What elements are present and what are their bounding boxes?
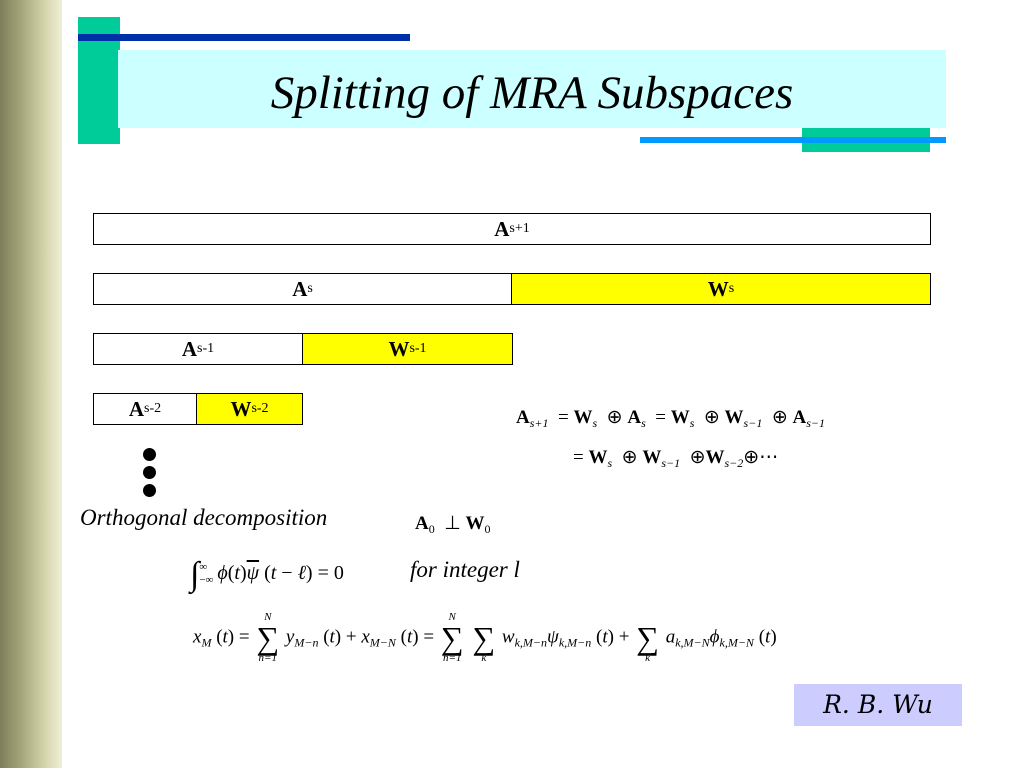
orthogonality-integral: ∫∞−∞ϕ(t)ψ (t − ℓ) = 0 [190,556,344,593]
title-accent-blue-line [640,137,946,143]
subspace-symbol: A [292,276,308,301]
signal-expansion-formula: xM (t) = N∑n=1 yM−n (t) + xM−N (t) = N∑n… [193,611,777,664]
decomposition-equation-line2: = Ws ⊕ Ws−1 ⊕Ws−2⊕⋯ [573,447,779,470]
subspace-subscript: s [307,281,313,296]
author-label: R. B. Wu [794,684,962,726]
subspace-subscript: s-1 [409,341,427,356]
decomposition-equation-line1: As+1 = Ws ⊕ As = Ws ⊕ Ws−1 ⊕ As−1 [516,407,826,430]
orthogonal-decomposition-label: Orthogonal decomposition [80,505,328,530]
subspace-symbol: A [494,216,510,241]
ellipsis-dot [143,466,156,479]
slide-title: Splitting of MRA Subspaces [270,67,794,119]
orthogonality-relation: A0 ⊥ W0 [415,513,491,536]
subspace-symbol: A [128,396,145,421]
ellipsis-dot [143,448,156,461]
subspace-symbol: W [388,336,410,361]
subspace-symbol: A [181,336,198,361]
subspace-symbol: W [707,276,729,301]
subspace-subscript: s-1 [197,341,215,356]
ellipsis-dot [143,484,156,497]
title-box: Splitting of MRA Subspaces [118,50,946,128]
title-accent-navy-line [78,34,410,41]
subspace-subscript: s [728,281,735,296]
subspace-subscript: s-2 [144,401,162,416]
subspace-symbol: W [230,396,252,421]
integer-condition-label: for integer l [410,557,520,582]
subspace-subscript: s+1 [509,221,530,236]
left-gradient-bar [0,0,62,768]
subspace-subscript: s-2 [251,401,269,416]
